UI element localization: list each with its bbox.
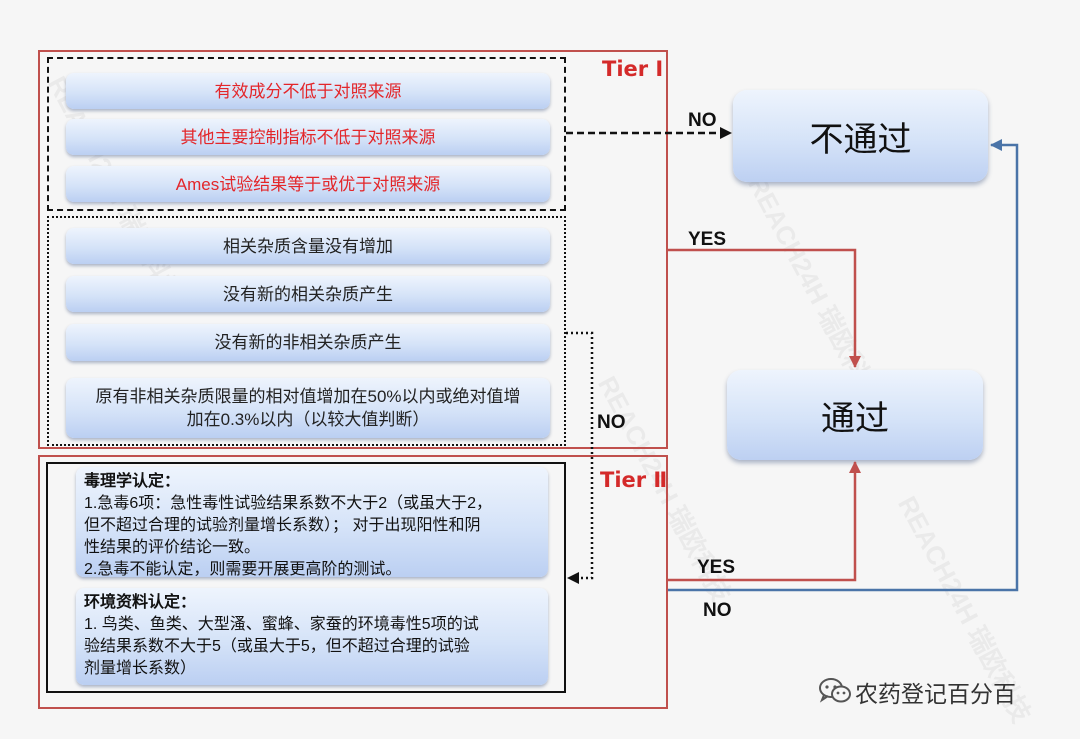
tier1-frame xyxy=(38,50,668,449)
arrow-group-b-no-to-tier2 xyxy=(566,331,594,584)
tier2-frame xyxy=(38,455,668,709)
edge-label-group-b-no: NO xyxy=(597,412,626,433)
environment-assessment-card: 环境资料认定： 1. 鸟类、鱼类、大型溞、蜜蜂、家蚕的环境毒性5项的试 验结果系… xyxy=(76,588,548,685)
toxicology-line: 1.急毒6项：急性毒性试验结果系数不大于2（或虽大于2， xyxy=(84,495,493,512)
criterion-no-new-nonrelated-impurity: 没有新的非相关杂质产生 xyxy=(66,324,550,361)
wechat-icon xyxy=(819,678,851,703)
tier1-label: Tier Ⅰ xyxy=(602,57,664,81)
environment-line: 剂量增长系数） xyxy=(84,660,197,677)
tier1-group-b-frame xyxy=(47,216,566,446)
criterion-nonrelated-impurity-limit: 原有非相关杂质限量的相对值增加在50%以内或绝对值增 加在0.3%以内（以较大值… xyxy=(66,378,550,438)
criterion-ames-test: Ames试验结果等于或优于对照来源 xyxy=(66,166,550,202)
environment-heading: 环境资料认定： xyxy=(84,594,197,611)
criterion-active-ingredient: 有效成分不低于对照来源 xyxy=(66,73,550,109)
footer-brand-name: 农药登记百分百 xyxy=(855,681,1016,707)
toxicology-line: 但不超过合理的试验剂量增长系数）； 对于出现阳性和阴 xyxy=(84,517,481,534)
arrow-tier2-no-to-fail xyxy=(668,139,1019,592)
toxicology-line: 2.急毒不能认定，则需要开展更高阶的测试。 xyxy=(84,561,402,578)
outcome-fail-box: 不通过 xyxy=(733,90,988,182)
environment-line: 验结果系数不大于5（或虽大于5，但不超过合理的试验 xyxy=(84,638,470,655)
edge-label-tier2-no: NO xyxy=(703,600,732,621)
toxicology-line: 性结果的评价结论一致。 xyxy=(84,539,261,556)
toxicology-assessment-card: 毒理学认定： 1.急毒6项：急性毒性试验结果系数不大于2（或虽大于2， 但不超过… xyxy=(76,467,548,578)
tier2-label: Tier Ⅱ xyxy=(600,468,668,492)
criterion-related-impurity-content: 相关杂质含量没有增加 xyxy=(66,228,550,264)
arrow-tier2-yes-to-pass xyxy=(668,461,861,582)
arrow-tier1-yes-to-pass xyxy=(668,248,861,368)
edge-label-tier1-no: NO xyxy=(688,110,717,131)
tier1-group-a-frame xyxy=(47,57,566,211)
tier2-inner-frame xyxy=(46,462,566,693)
environment-line: 1. 鸟类、鱼类、大型溞、蜜蜂、家蚕的环境毒性5项的试 xyxy=(84,616,479,633)
edge-label-tier1-yes: YES xyxy=(688,229,727,250)
criterion-no-new-related-impurity: 没有新的相关杂质产生 xyxy=(66,276,550,312)
outcome-pass-box: 通过 xyxy=(727,370,983,460)
edge-label-tier2-yes: YES xyxy=(697,557,736,578)
toxicology-heading: 毒理学认定： xyxy=(84,473,181,490)
criterion-control-indicators: 其他主要控制指标不低于对照来源 xyxy=(66,119,550,155)
